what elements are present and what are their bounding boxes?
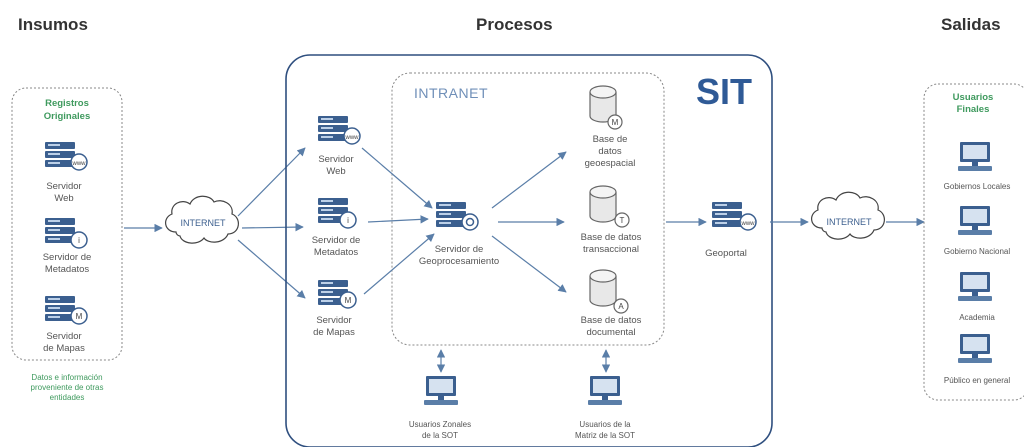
sit-box bbox=[285, 54, 773, 447]
sit-server-metadatos: i Servidor de Metadatos bbox=[312, 198, 361, 258]
geoportal-label: Geoportal bbox=[705, 248, 747, 259]
arrow bbox=[491, 151, 567, 209]
cloud-internet-right: INTERNET bbox=[811, 191, 885, 240]
database-geoespacial: M Base de datos geoespacial bbox=[585, 85, 636, 169]
insumo-server-mapas: M Servidor de Mapas bbox=[43, 296, 88, 354]
server-www-icon bbox=[712, 202, 742, 227]
insumos-note-line3: entidades bbox=[50, 393, 85, 402]
cloud-icon bbox=[165, 195, 239, 244]
database-icon bbox=[589, 185, 617, 223]
svg-text:M: M bbox=[345, 296, 352, 305]
salida-label: Gobierno Nacional bbox=[944, 247, 1010, 256]
salida-gobierno-nacional: Gobierno Nacional bbox=[944, 206, 1010, 256]
arrow bbox=[361, 147, 433, 209]
arrow bbox=[241, 222, 304, 232]
db-label-line2: documental bbox=[586, 327, 635, 338]
insumo-label-line1: Servidor de bbox=[43, 252, 92, 263]
insumos-title-line1: Registros bbox=[45, 98, 89, 109]
arrow bbox=[491, 235, 567, 293]
users-label-line2: de la SOT bbox=[422, 431, 458, 440]
sit-server-mapas: M Servidor de Mapas bbox=[313, 280, 357, 338]
salida-publico-general: Público en general bbox=[944, 334, 1010, 385]
insumo-label-line2: de Mapas bbox=[43, 343, 85, 354]
db-badge: T bbox=[620, 216, 625, 225]
salida-label: Academia bbox=[959, 313, 995, 322]
svg-text:i: i bbox=[347, 216, 349, 225]
sit-server-web: www Servidor Web bbox=[318, 116, 361, 177]
salidas-title-line1: Usuarios bbox=[953, 92, 994, 103]
users-label-line1: Usuarios Zonales bbox=[409, 420, 471, 429]
cloud-internet-left: INTERNET bbox=[165, 195, 239, 244]
computer-icon bbox=[424, 376, 458, 405]
svg-text:www: www bbox=[72, 161, 87, 167]
users-matriz: Usuarios de la Matriz de la SOT bbox=[575, 376, 635, 440]
computer-icon bbox=[958, 334, 992, 363]
insumo-server-web: www Servidor Web bbox=[45, 142, 88, 204]
geo-label-line2: Geoprocesamiento bbox=[419, 256, 499, 267]
cloud-label: INTERNET bbox=[181, 218, 227, 228]
db-label-line1: Base de bbox=[593, 134, 628, 145]
insumo-label-line1: Servidor bbox=[46, 331, 81, 342]
db-badge: A bbox=[618, 302, 624, 311]
insumos-box bbox=[11, 87, 123, 361]
database-documental: A Base de datos documental bbox=[581, 269, 642, 338]
header-insumos: Insumos bbox=[18, 15, 88, 34]
salida-gobiernos-locales: Gobiernos Locales bbox=[944, 142, 1011, 191]
geoprocesamiento-server: Servidor de Geoprocesamiento bbox=[419, 202, 499, 267]
salidas-box bbox=[923, 83, 1024, 401]
db-label-line2: datos bbox=[598, 146, 621, 157]
server-label-line2: Web bbox=[326, 166, 345, 177]
svg-text:i: i bbox=[78, 236, 80, 245]
sit-label: SIT bbox=[696, 71, 752, 112]
intranet-box bbox=[391, 72, 665, 346]
cloud-icon bbox=[811, 191, 885, 240]
svg-text:M: M bbox=[76, 312, 83, 321]
database-icon bbox=[589, 269, 617, 307]
server-label-line2: Metadatos bbox=[314, 247, 359, 258]
server-label-line1: Servidor bbox=[318, 154, 353, 165]
computer-icon bbox=[588, 376, 622, 405]
server-label-line1: Servidor de bbox=[312, 235, 361, 246]
geoportal-server: www Geoportal bbox=[705, 202, 757, 259]
arrow bbox=[237, 147, 306, 217]
database-transaccional: T Base de datos transaccional bbox=[581, 185, 642, 255]
header-procesos: Procesos bbox=[476, 15, 553, 34]
db-label-line2: transaccional bbox=[583, 244, 639, 255]
salidas-title-line2: Finales bbox=[957, 104, 990, 115]
users-zonales: Usuarios Zonales de la SOT bbox=[409, 376, 471, 440]
insumo-server-metadatos: i Servidor de Metadatos bbox=[43, 218, 92, 275]
server-label-line2: de Mapas bbox=[313, 327, 355, 338]
arrow bbox=[237, 239, 306, 299]
computer-icon bbox=[958, 272, 992, 301]
cloud-label: INTERNET bbox=[827, 217, 873, 227]
geo-label-line1: Servidor de bbox=[435, 244, 484, 255]
insumo-label-line2: Metadatos bbox=[45, 264, 90, 275]
insumos-note-line1: Datos e información bbox=[31, 373, 102, 382]
svg-text:www: www bbox=[741, 221, 756, 227]
intranet-label: INTRANET bbox=[414, 85, 488, 101]
users-label-line2: Matriz de la SOT bbox=[575, 431, 635, 440]
db-label-line1: Base de datos bbox=[581, 232, 642, 243]
computer-icon bbox=[958, 142, 992, 171]
insumos-note-line2: proveniente de otras bbox=[31, 383, 104, 392]
insumo-label-line1: Servidor bbox=[46, 181, 81, 192]
db-badge: M bbox=[612, 118, 619, 127]
arrow bbox=[363, 233, 435, 295]
header-salidas: Salidas bbox=[941, 15, 1001, 34]
insumos-title-line2: Originales bbox=[44, 111, 90, 122]
users-label-line1: Usuarios de la bbox=[579, 420, 631, 429]
db-label-line3: geoespacial bbox=[585, 158, 636, 169]
salida-label: Gobiernos Locales bbox=[944, 182, 1011, 191]
salida-label: Público en general bbox=[944, 376, 1010, 385]
db-label-line1: Base de datos bbox=[581, 315, 642, 326]
svg-text:www: www bbox=[345, 135, 360, 141]
insumo-label-line2: Web bbox=[54, 193, 73, 204]
server-label-line1: Servidor bbox=[316, 315, 351, 326]
computer-icon bbox=[958, 206, 992, 235]
arrow bbox=[367, 215, 429, 224]
salida-academia: Academia bbox=[958, 272, 995, 322]
